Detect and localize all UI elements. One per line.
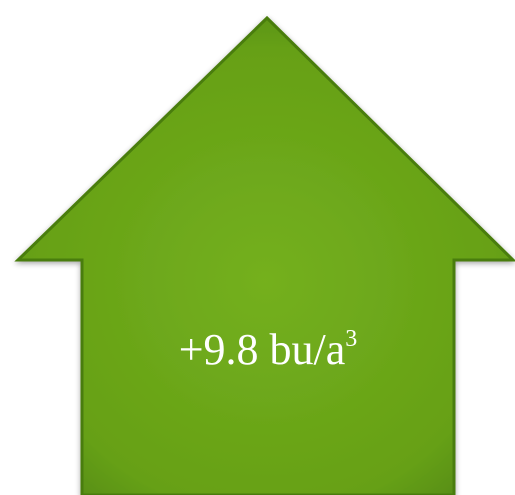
yield-change-label: +9.8 bu/a3	[82, 325, 454, 374]
yield-change-unit-superscript: 3	[345, 326, 358, 352]
yield-change-value: +9.8 bu/a	[178, 325, 346, 374]
arrow-shape	[14, 15, 515, 495]
